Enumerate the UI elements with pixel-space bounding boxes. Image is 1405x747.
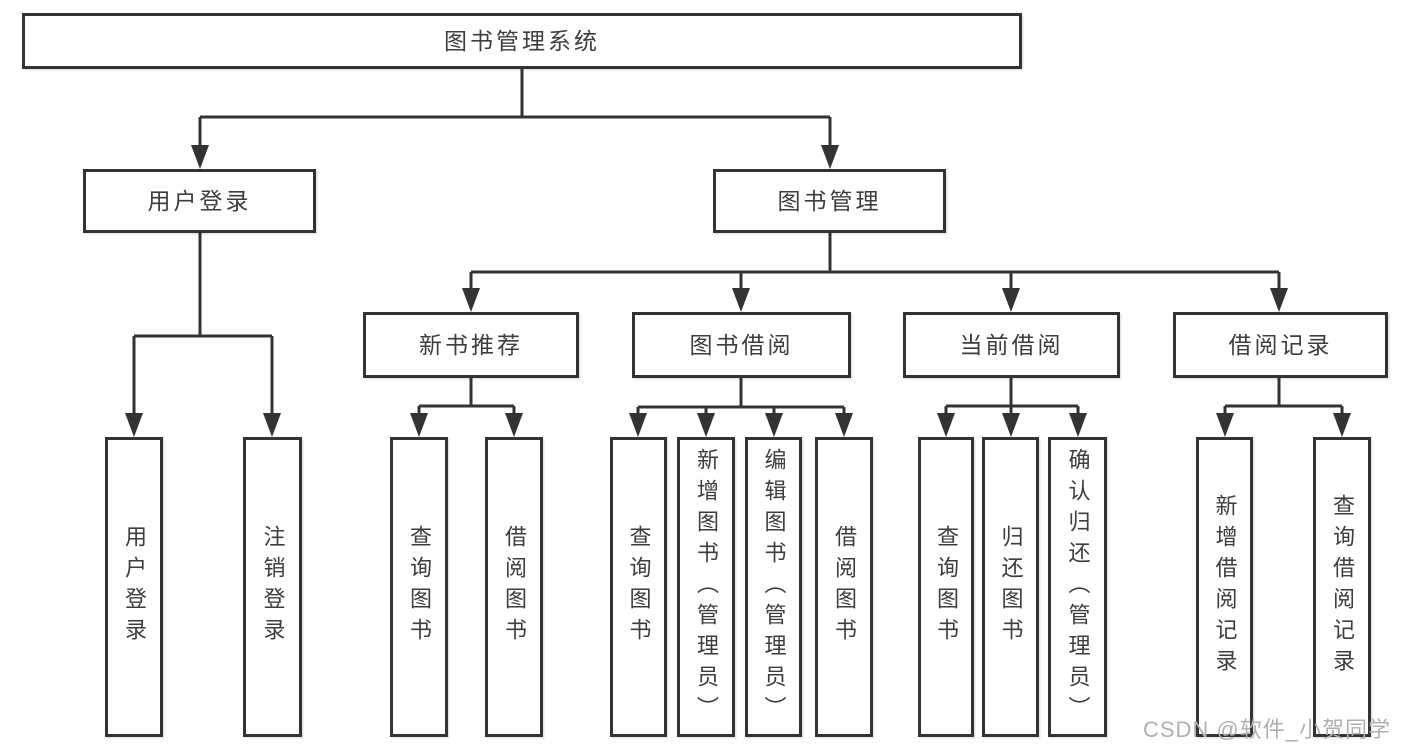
node-label: 新增图书（管理员） (694, 447, 719, 727)
node-label: 确认归还（管理员） (1065, 447, 1091, 727)
node-label: 新书推荐 (419, 331, 523, 358)
node-label: 新增借阅记录 (1212, 494, 1238, 680)
connector-line (636, 377, 846, 418)
connector-current-borrowing-children (937, 377, 1087, 437)
node-label: 查询图书 (626, 525, 652, 649)
node-user-login: 用户登录 (83, 169, 316, 233)
connector-line (469, 232, 1281, 292)
arrow-down-icon (125, 413, 143, 437)
connector-borrowing-records-children (1216, 377, 1351, 437)
arrow-down-icon (1069, 413, 1087, 437)
node-new-book-recommend: 新书推荐 (363, 312, 579, 378)
arrow-down-icon (1002, 413, 1020, 437)
arrow-down-icon (462, 288, 480, 312)
connector-line (132, 232, 274, 418)
arrow-down-icon (410, 413, 428, 437)
arrow-down-icon (835, 413, 853, 437)
connector-line (944, 377, 1080, 418)
arrow-down-icon (505, 413, 523, 437)
connector-line (198, 69, 832, 150)
connector-new-book-recommend-children (410, 377, 523, 437)
connector-user-login-children (125, 232, 281, 437)
connector-book-borrowing-children (629, 377, 853, 437)
arrow-down-icon (732, 288, 750, 312)
node-borrowing-records: 借阅记录 (1173, 312, 1388, 378)
node-label: 查询借阅记录 (1330, 494, 1355, 680)
node-leaf-user-login: 用户登录 (105, 437, 163, 737)
connector-line (417, 377, 516, 418)
node-leaf-query-books-1: 查询图书 (390, 437, 448, 737)
node-book-borrowing: 图书借阅 (632, 312, 851, 378)
node-label: 当前借阅 (959, 331, 1064, 358)
node-leaf-return-books: 归还图书 (982, 437, 1039, 737)
node-leaf-borrow-books-2: 借阅图书 (815, 437, 873, 737)
node-label: 用户登录 (122, 525, 147, 649)
node-leaf-confirm-return-admin: 确认归还（管理员） (1048, 437, 1107, 737)
arrow-down-icon (765, 413, 783, 437)
node-leaf-borrow-books-1: 借阅图书 (485, 437, 543, 737)
node-leaf-query-borrow-record: 查询借阅记录 (1313, 437, 1371, 737)
arrow-down-icon (1002, 288, 1020, 312)
node-label: 借阅记录 (1228, 331, 1333, 358)
watermark: CSDN @软件_小贺同学 (1142, 717, 1391, 742)
connector-root-children (191, 69, 839, 169)
node-label: 借阅图书 (502, 525, 527, 649)
node-label: 图书管理系统 (444, 27, 600, 54)
arrow-down-icon (1216, 413, 1234, 437)
node-label: 图书借阅 (689, 331, 794, 358)
node-current-borrowing: 当前借阅 (903, 312, 1120, 378)
node-leaf-query-books-2: 查询图书 (610, 437, 667, 737)
node-label: 编辑图书（管理员） (761, 447, 787, 727)
node-label: 归还图书 (998, 525, 1024, 649)
arrow-down-icon (821, 145, 839, 169)
node-label: 借阅图书 (832, 525, 857, 649)
node-label: 用户登录 (147, 187, 252, 214)
node-leaf-query-books-3: 查询图书 (918, 437, 974, 737)
connector-line (1223, 377, 1344, 418)
node-label: 图书管理 (777, 187, 882, 214)
connector-book-management-children (462, 232, 1288, 312)
node-label: 查询图书 (407, 525, 432, 649)
arrow-down-icon (1270, 288, 1288, 312)
node-leaf-edit-books-admin: 编辑图书（管理员） (745, 437, 802, 737)
node-leaf-add-books-admin: 新增图书（管理员） (677, 437, 735, 737)
arrow-down-icon (1333, 413, 1351, 437)
node-label: 查询图书 (934, 525, 959, 649)
arrow-down-icon (697, 413, 715, 437)
node-book-management: 图书管理 (713, 169, 946, 233)
node-leaf-add-borrow-record: 新增借阅记录 (1196, 437, 1253, 737)
arrow-down-icon (191, 145, 209, 169)
node-label: 注销登录 (260, 525, 286, 649)
arrow-down-icon (263, 413, 281, 437)
node-leaf-logout: 注销登录 (243, 437, 302, 737)
arrow-down-icon (629, 413, 647, 437)
node-root: 图书管理系统 (22, 13, 1022, 69)
arrow-down-icon (937, 413, 955, 437)
